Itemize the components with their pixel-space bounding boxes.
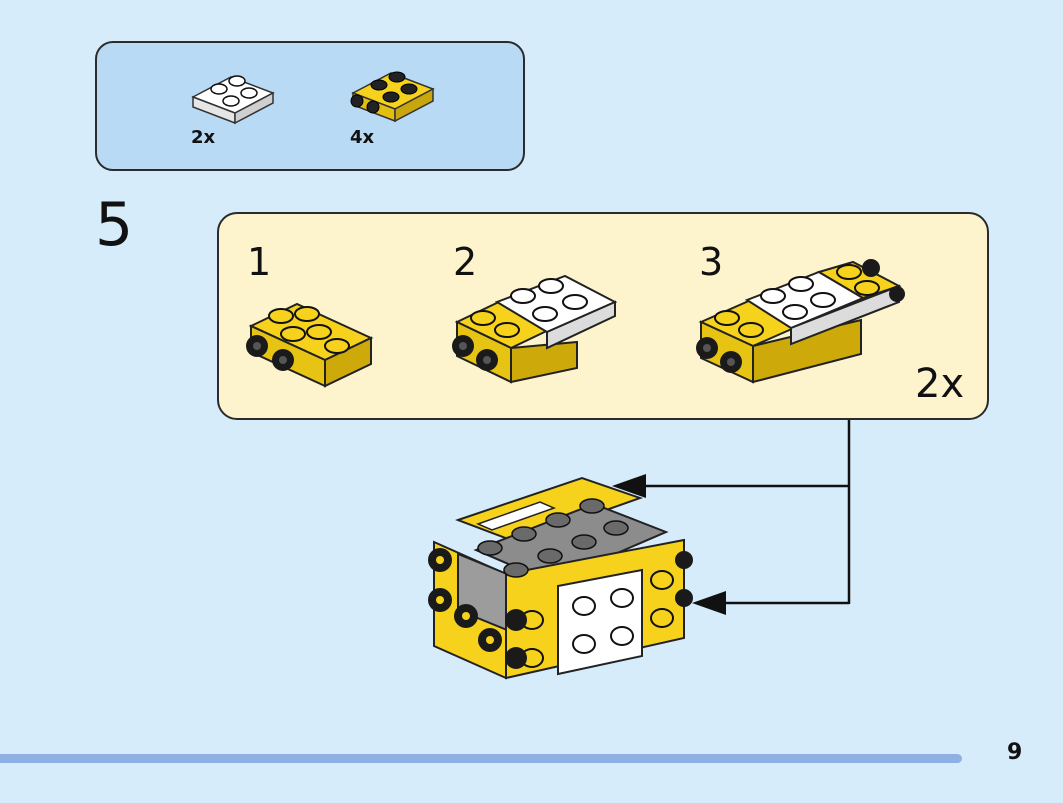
substep-2-white-plate-added-icon xyxy=(452,274,618,384)
parts-list-box: 2x 4x xyxy=(95,41,525,171)
substep-quantity: 2x xyxy=(915,361,965,407)
substep-3-wheel-chassis-icon xyxy=(696,259,905,384)
step-number: 5 xyxy=(95,190,134,260)
yellow-plate-2x2-with-wheels-icon xyxy=(350,71,435,123)
substep-number-1: 1 xyxy=(247,240,272,284)
page-number: 9 xyxy=(1007,740,1023,765)
substep-number-3: 3 xyxy=(699,240,724,284)
white-plate-2x2-icon xyxy=(191,75,275,125)
part-quantity-yellow-plate: 4x xyxy=(350,127,375,148)
progress-bar xyxy=(0,754,962,763)
assembled-vehicle-model xyxy=(428,476,693,680)
part-quantity-white-plate: 2x xyxy=(191,127,216,148)
substep-number-2: 2 xyxy=(453,240,478,284)
substep-box: 1 2 3 xyxy=(217,212,989,420)
substep-1-yellow-wheels-assembly-icon xyxy=(246,302,374,388)
